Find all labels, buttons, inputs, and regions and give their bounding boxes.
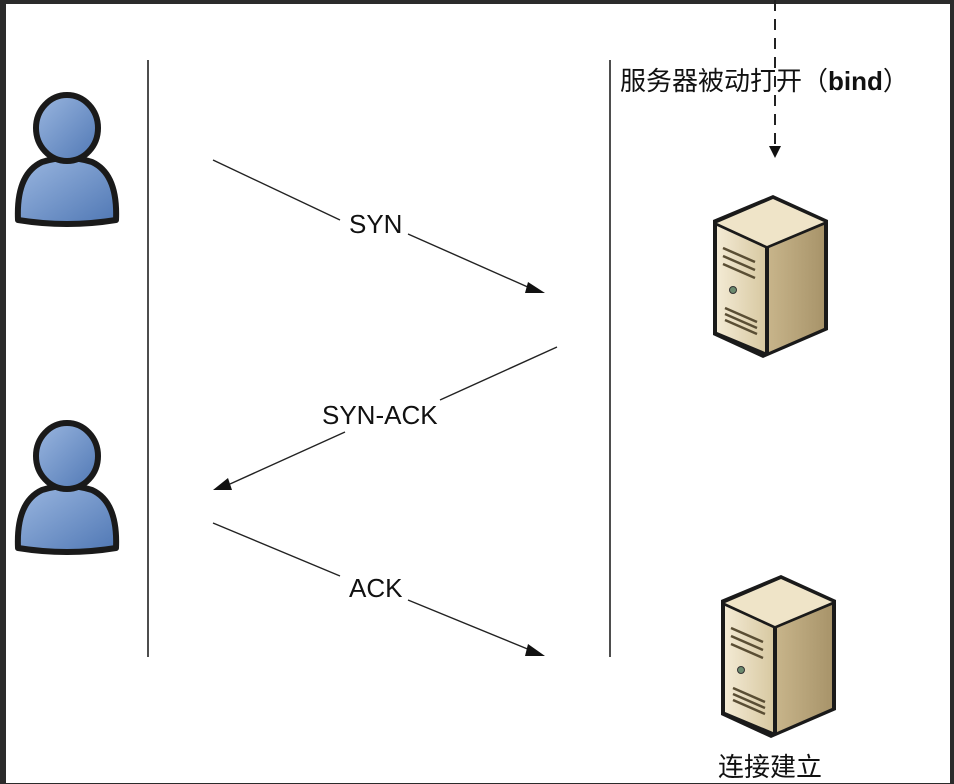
server-icon — [711, 193, 830, 360]
passive-open-text: 服务器被动打开（ — [620, 66, 829, 96]
syn-ack-label: SYN-ACK — [322, 400, 438, 430]
ack-arrow — [212, 522, 545, 656]
server-icon — [719, 573, 838, 740]
passive-open-close: ） — [882, 66, 909, 96]
bind-arrow — [769, 0, 781, 158]
passive-open-label: 服务器被动打开（bind） — [620, 61, 909, 98]
ack-label: ACK — [349, 573, 403, 603]
syn-ack-arrow — [213, 346, 558, 490]
syn-arrow — [212, 159, 545, 293]
user-icon — [18, 95, 116, 224]
user-icon — [18, 423, 116, 552]
bind-keyword: bind — [828, 66, 883, 96]
connection-established-label: 连接建立 — [718, 752, 823, 782]
syn-label: SYN — [349, 209, 403, 239]
